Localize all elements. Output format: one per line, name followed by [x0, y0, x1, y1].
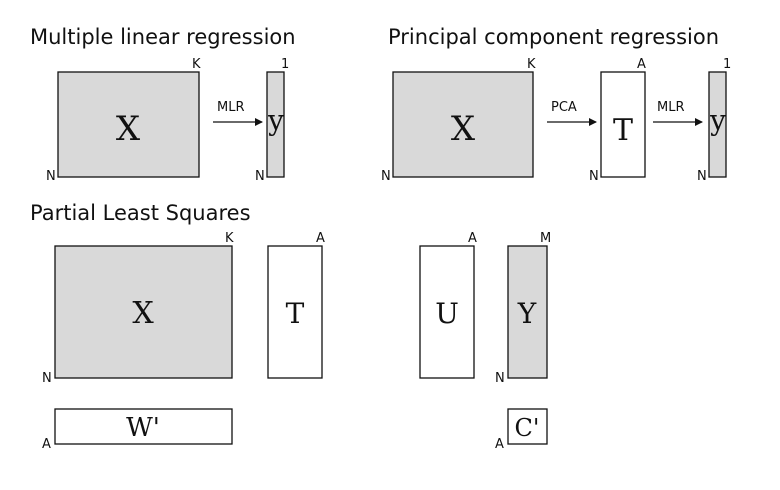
- pcr-y-cols: 1: [723, 57, 731, 72]
- pcr-y-label: y: [709, 104, 726, 137]
- pls-t-matrix: [267, 245, 323, 379]
- mlr-x-cols: K: [192, 57, 201, 72]
- pls-y-rows: N: [495, 371, 505, 386]
- pls-x-label: X: [132, 296, 154, 331]
- mlr-x-rows: N: [46, 169, 56, 184]
- mlr-y-vector: [266, 71, 285, 178]
- pcr-op2-label: MLR: [657, 100, 685, 115]
- pcr-y-rows: N: [697, 169, 707, 184]
- mlr-y-label: y: [267, 104, 284, 137]
- pcr-op1-label: PCA: [551, 100, 577, 115]
- pcr-x-matrix: [392, 71, 534, 178]
- mlr-x-matrix: [57, 71, 200, 178]
- heading-pcr: Principal component regression: [388, 25, 719, 49]
- pls-section: X K N T A U A Y M N W' A C' A: [42, 231, 551, 452]
- pls-c-label: C': [515, 414, 540, 442]
- pcr-x-cols: K: [527, 57, 536, 72]
- pcr-t-label: T: [613, 113, 633, 148]
- mlr-y-rows: N: [255, 169, 265, 184]
- pls-y-label: Y: [517, 297, 537, 330]
- pls-u-cols: A: [468, 231, 477, 246]
- pls-x-cols: K: [225, 231, 234, 246]
- pcr-t-cols: A: [637, 57, 646, 72]
- pcr-t-matrix: [600, 71, 646, 178]
- heading-pls: Partial Least Squares: [30, 201, 251, 225]
- pls-c-rows: A: [495, 437, 504, 452]
- pls-x-rows: N: [42, 371, 52, 386]
- pls-c-matrix: [507, 408, 548, 445]
- mlr-section: X K N MLR y 1 N: [46, 57, 289, 184]
- mlr-y-cols: 1: [281, 57, 289, 72]
- pls-y-cols: M: [540, 231, 551, 246]
- pls-t-cols: A: [316, 231, 325, 246]
- pcr-section: X K N PCA T A N MLR y 1 N: [381, 57, 731, 184]
- mlr-x-label: X: [116, 109, 141, 149]
- pcr-t-rows: N: [589, 169, 599, 184]
- pls-w-matrix: [54, 408, 233, 445]
- pls-u-matrix: [419, 245, 475, 379]
- pls-w-rows: A: [42, 437, 51, 452]
- mlr-op-label: MLR: [217, 100, 245, 115]
- pcr-x-rows: N: [381, 169, 391, 184]
- pcr-y-vector: [708, 71, 727, 178]
- pls-u-label: U: [435, 297, 459, 330]
- pls-w-label: W': [126, 413, 160, 443]
- heading-mlr: Multiple linear regression: [30, 25, 296, 49]
- pls-x-matrix: [54, 245, 233, 379]
- pcr-x-label: X: [451, 109, 476, 149]
- pls-t-label: T: [286, 297, 305, 330]
- pls-y-matrix: [507, 245, 548, 379]
